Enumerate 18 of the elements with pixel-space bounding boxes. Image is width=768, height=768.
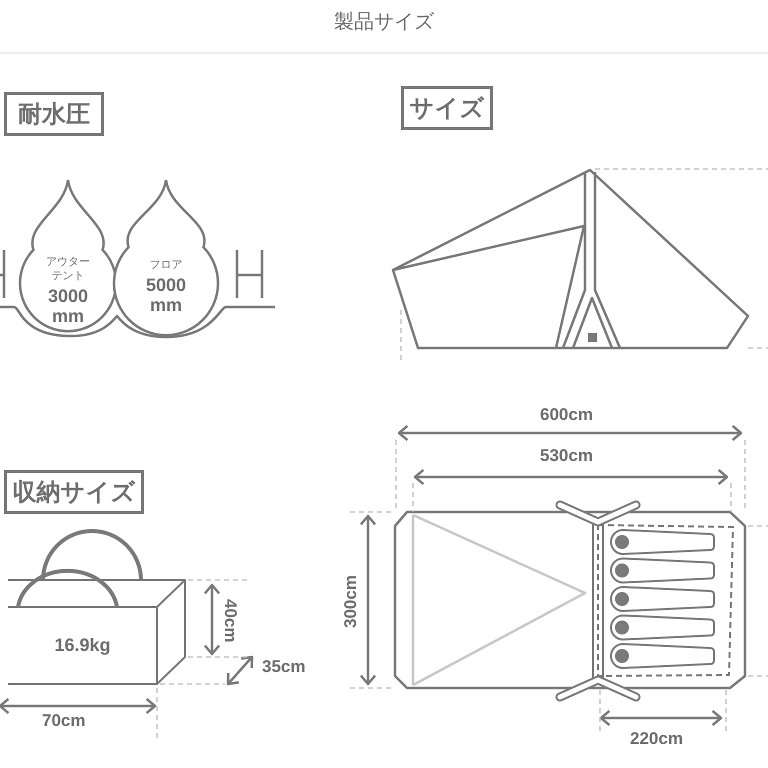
pressure-value: 3000 mm (46, 286, 90, 326)
water-drop (112, 178, 220, 337)
dimension-label: 70cm (42, 711, 86, 731)
weight-label: 16.9kg (54, 635, 111, 656)
dimension-label: 220cm (630, 729, 683, 749)
dimension-label: 600cm (540, 405, 593, 425)
pressure-value: 5000 mm (144, 275, 188, 315)
page-title: 製品サイズ (333, 10, 436, 35)
dimension-label: 35cm (262, 657, 306, 677)
dimension-label: 40cm (220, 599, 240, 642)
drop-label: アウターテント (45, 255, 91, 283)
section-heading: 耐水圧 (4, 92, 104, 136)
dimension-label: 300cm (341, 575, 361, 628)
dimension-label: 530cm (540, 446, 593, 466)
section-heading: サイズ (401, 86, 493, 130)
section-heading: 収納サイズ (4, 470, 144, 514)
water-drop (18, 178, 118, 333)
drop-label: フロア (148, 258, 184, 272)
